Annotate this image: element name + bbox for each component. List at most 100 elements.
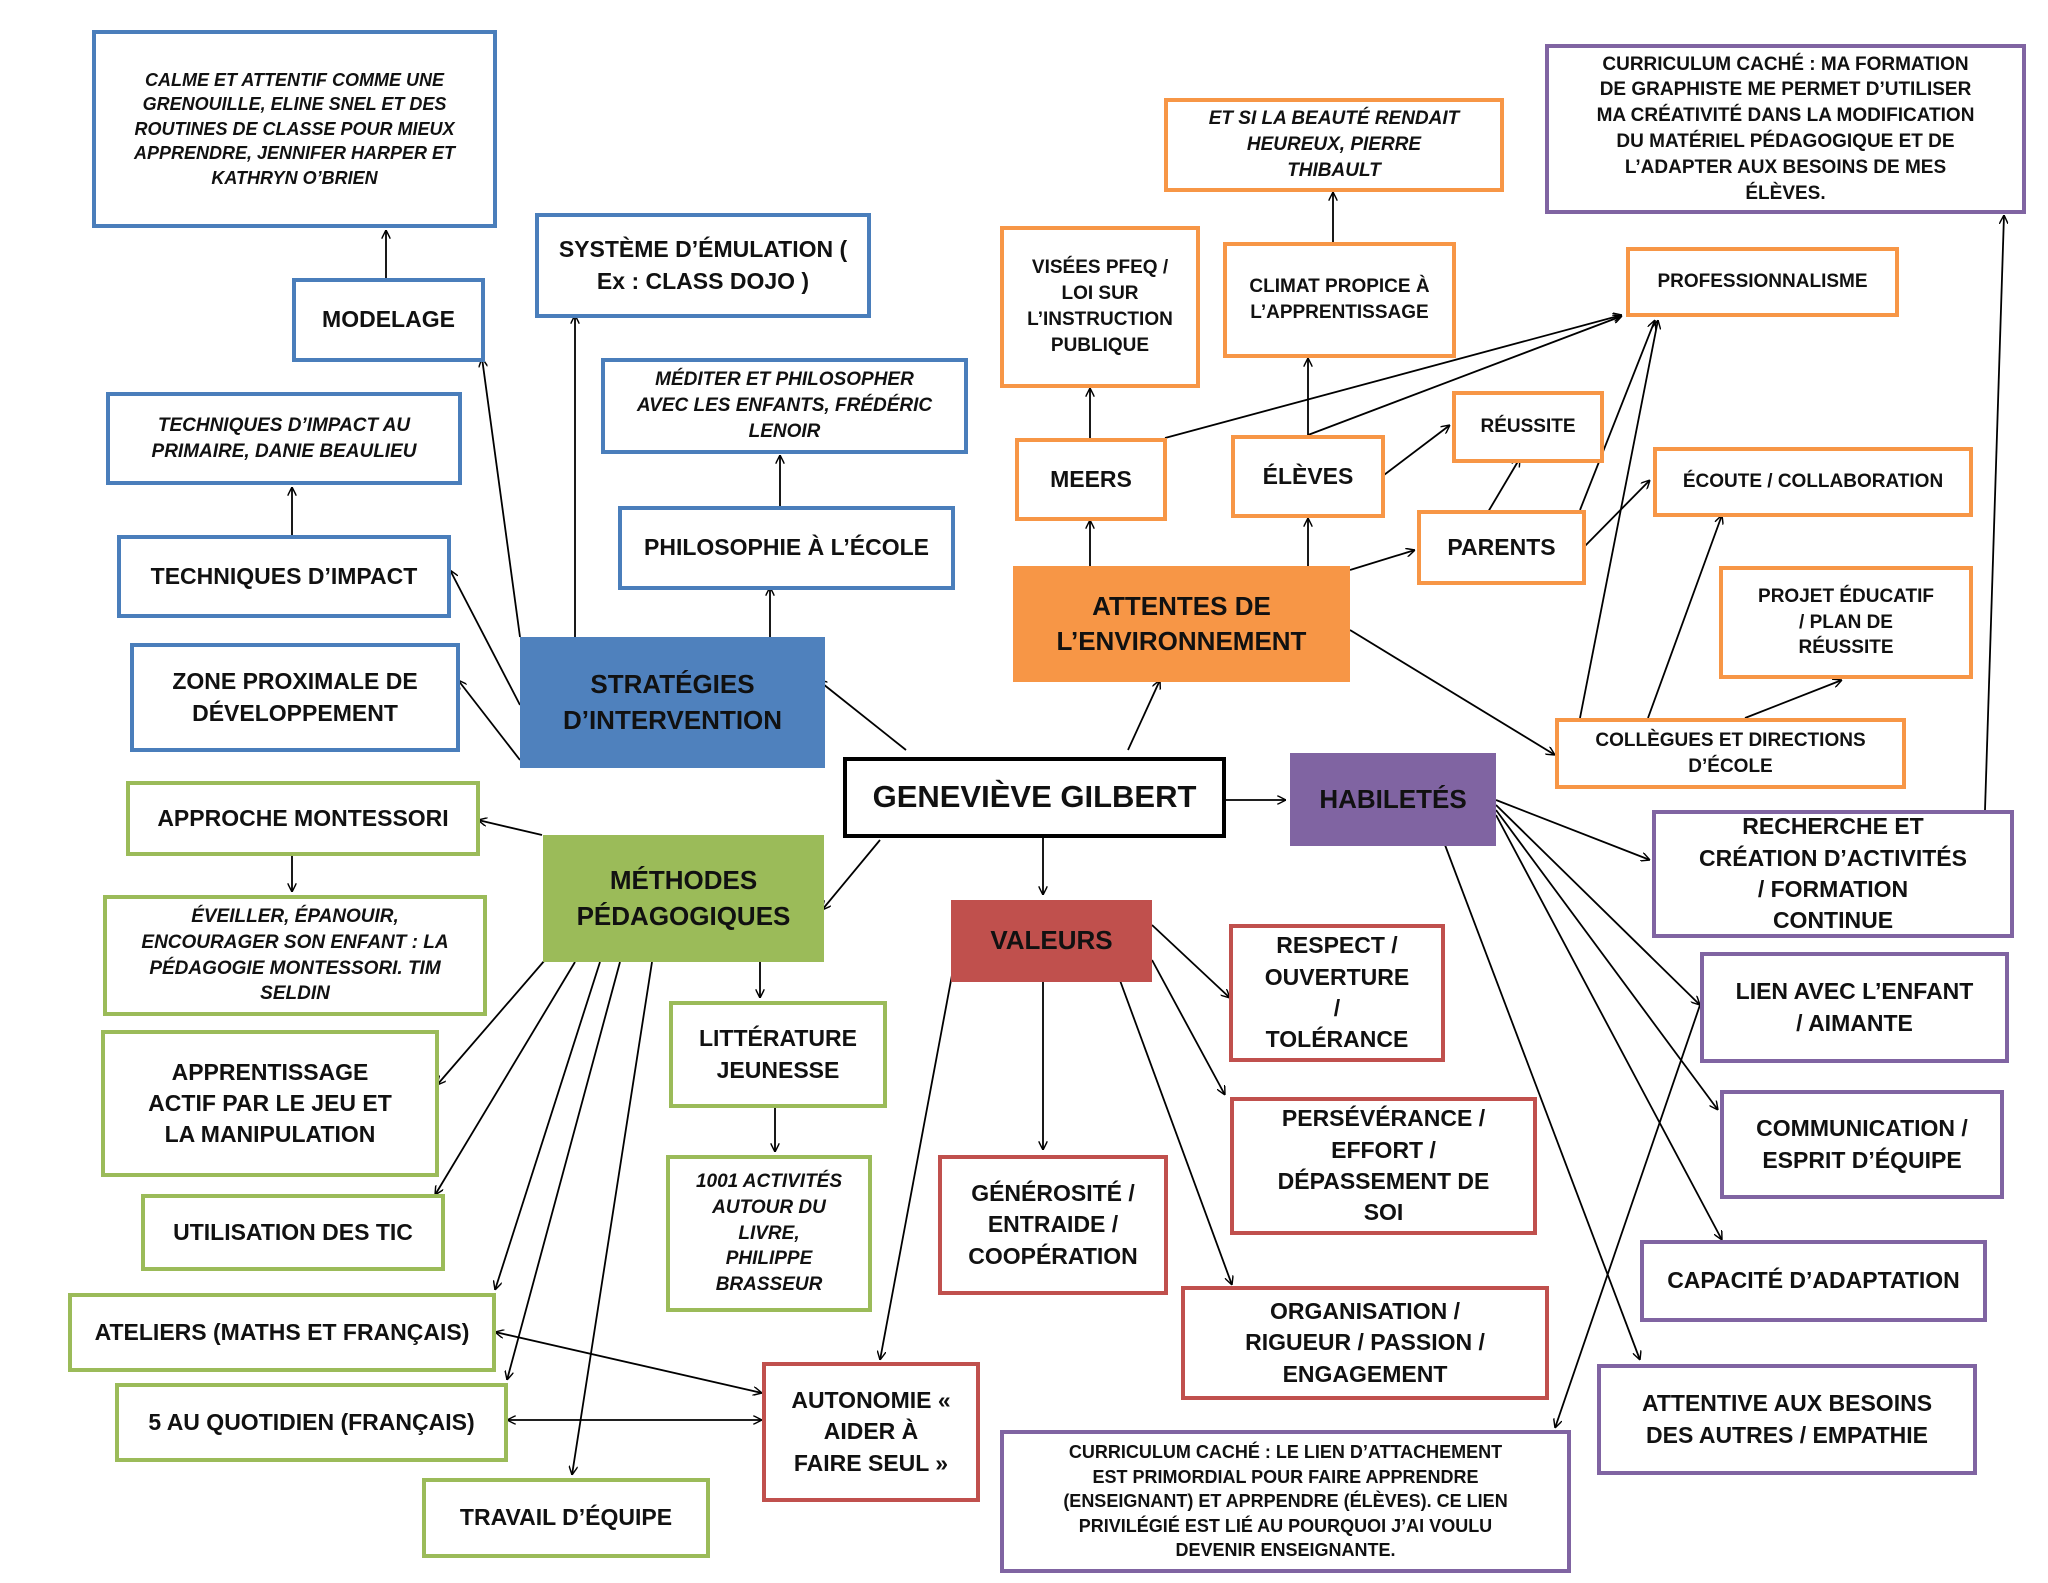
arrow-meth-montessori xyxy=(478,820,543,836)
node-ecoute: ÉCOUTE / COLLABORATION xyxy=(1653,447,1973,517)
center-label: GENEVIÈVE GILBERT xyxy=(872,779,1197,815)
node-organisation: ORGANISATION / RIGUEUR / PASSION / ENGAG… xyxy=(1181,1286,1549,1400)
arrow-att-parents xyxy=(1349,550,1415,571)
node-activites-ref: 1001 ACTIVITÉS AUTOUR DU LIVRE, PHILIPPE… xyxy=(666,1155,872,1312)
node-travail: TRAVAIL D’ÉQUIPE xyxy=(422,1478,710,1558)
node-reussite-label: RÉUSSITE xyxy=(1480,416,1576,438)
node-philosophie-label: PHILOSOPHIE À L’ÉCOLE xyxy=(644,534,929,561)
category-strategies: STRATÉGIES D’INTERVENTION xyxy=(520,637,825,768)
node-adaptation-label: CAPACITÉ D’ADAPTATION xyxy=(1667,1267,1960,1294)
node-apprentissage-label: APPRENTISSAGE ACTIF PAR LE JEU ET LA MAN… xyxy=(148,1058,392,1148)
node-respect-label: RESPECT / OUVERTURE / TOLÉRANCE xyxy=(1264,932,1410,1053)
category-habiletes: HABILETÉS xyxy=(1290,753,1496,846)
node-curriculum-bottom: CURRICULUM CACHÉ : LE LIEN D’ATTACHEMENT… xyxy=(1000,1430,1571,1573)
node-projet: PROJET ÉDUCATIF / PLAN DE RÉUSSITE xyxy=(1719,566,1973,679)
arrow-parents-reussite xyxy=(1487,458,1520,513)
arrow-collegues-ecoute xyxy=(1647,515,1722,719)
category-attentes-label: ATTENTES DE L’ENVIRONNEMENT xyxy=(1056,590,1307,656)
node-ateliers-label: ATELIERS (MATHS ET FRANÇAIS) xyxy=(94,1318,470,1345)
category-attentes: ATTENTES DE L’ENVIRONNEMENT xyxy=(1013,566,1350,682)
arrow-val-respect xyxy=(1151,924,1230,998)
node-cinq-label: 5 AU QUOTIDIEN (FRANÇAIS) xyxy=(148,1408,475,1435)
arrow-center-attentes xyxy=(1127,680,1160,751)
node-visees-label: VISÉES PFEQ / LOI SUR L’INSTRUCTION PUBL… xyxy=(1027,257,1173,356)
node-montessori-ref-label: ÉVEILLER, ÉPANOUIR, ENCOURAGER SON ENFAN… xyxy=(141,905,449,1005)
center-node: GENEVIÈVE GILBERT xyxy=(843,757,1226,838)
node-lien: LIEN AVEC L’ENFANT / AIMANTE xyxy=(1700,952,2009,1063)
node-curriculum-top-label: CURRICULUM CACHÉ : MA FORMATION DE GRAPH… xyxy=(1596,53,1975,204)
node-visees: VISÉES PFEQ / LOI SUR L’INSTRUCTION PUBL… xyxy=(1000,226,1200,388)
node-tic: UTILISATION DES TIC xyxy=(141,1194,445,1271)
node-eleves: ÉLÈVES xyxy=(1231,435,1385,518)
node-emulation: SYSTÈME D’ÉMULATION ( Ex : CLASS DOJO ) xyxy=(535,213,871,318)
node-techniques-label: TECHNIQUES D’IMPACT xyxy=(150,562,418,589)
node-cinq: 5 AU QUOTIDIEN (FRANÇAIS) xyxy=(115,1383,508,1462)
node-respect: RESPECT / OUVERTURE / TOLÉRANCE xyxy=(1229,924,1445,1062)
node-attentive: ATTENTIVE AUX BESOINS DES AUTRES / EMPAT… xyxy=(1597,1364,1977,1475)
node-parents-label: PARENTS xyxy=(1447,533,1556,560)
node-philosophie-ref: MÉDITER ET PHILOSOPHER AVEC LES ENFANTS,… xyxy=(601,358,968,454)
node-communication: COMMUNICATION / ESPRIT D’ÉQUIPE xyxy=(1720,1090,2004,1199)
node-techniques-ref: TECHNIQUES D’IMPACT AU PRIMAIRE, DANIE B… xyxy=(106,392,462,485)
arrow-strat-modelage xyxy=(482,358,521,638)
node-autonomie: AUTONOMIE « AIDER À FAIRE SEUL » xyxy=(762,1362,980,1502)
arrow-collegues-prof xyxy=(1579,320,1658,719)
arrow-center-methodes xyxy=(822,839,881,910)
node-zone-label: ZONE PROXIMALE DE DÉVELOPPEMENT xyxy=(172,668,418,726)
arrow-center-strategies xyxy=(818,680,907,751)
node-emulation-label: SYSTÈME D’ÉMULATION ( Ex : CLASS DOJO ) xyxy=(558,236,848,294)
node-philosophie: PHILOSOPHIE À L’ÉCOLE xyxy=(618,506,955,590)
category-habiletes-label: HABILETÉS xyxy=(1319,783,1467,814)
node-montessori-ref: ÉVEILLER, ÉPANOUIR, ENCOURAGER SON ENFAN… xyxy=(103,895,487,1016)
node-climat: CLIMAT PROPICE À L’APPRENTISSAGE xyxy=(1223,242,1456,358)
arrow-att-collegues xyxy=(1349,629,1555,755)
node-organisation-label: ORGANISATION / RIGUEUR / PASSION / ENGAG… xyxy=(1245,1298,1485,1387)
category-valeurs-label: VALEURS xyxy=(990,925,1113,956)
node-collegues-label: COLLÈGUES ET DIRECTIONS D’ÉCOLE xyxy=(1595,729,1866,777)
arrow-rech-curriculum xyxy=(1984,215,2004,811)
arrow-meth-ateliers xyxy=(495,961,601,1290)
node-curriculum-bottom-label: CURRICULUM CACHÉ : LE LIEN D’ATTACHEMENT… xyxy=(1063,1442,1508,1561)
node-techniques-ref-label: TECHNIQUES D’IMPACT AU PRIMAIRE, DANIE B… xyxy=(151,414,417,462)
node-collegues: COLLÈGUES ET DIRECTIONS D’ÉCOLE xyxy=(1555,718,1906,789)
arrow-meth-travail xyxy=(572,961,653,1475)
node-ateliers: ATELIERS (MATHS ET FRANÇAIS) xyxy=(68,1293,496,1372)
node-montessori-label: APPROCHE MONTESSORI xyxy=(157,804,449,831)
node-generosite: GÉNÉROSITÉ / ENTRAIDE / COOPÉRATION xyxy=(938,1155,1168,1295)
node-beaute-ref-label: ET SI LA BEAUTÉ RENDAIT HEUREUX, PIERRE … xyxy=(1208,108,1460,181)
arrow-hab-recherche xyxy=(1495,799,1650,860)
node-perseverance-label: PERSÉVÉRANCE / EFFORT / DÉPASSEMENT DE S… xyxy=(1277,1105,1490,1226)
node-modelage-ref-label: CALME ET ATTENTIF COMME UNE GRENOUILLE, … xyxy=(133,69,456,188)
arrow-strat-zone xyxy=(458,680,521,761)
node-climat-label: CLIMAT PROPICE À L’APPRENTISSAGE xyxy=(1249,276,1430,323)
node-modelage-label: MODELAGE xyxy=(322,306,455,333)
node-reussite: RÉUSSITE xyxy=(1452,391,1604,463)
node-travail-label: TRAVAIL D’ÉQUIPE xyxy=(459,1504,673,1531)
node-lien-label: LIEN AVEC L’ENFANT / AIMANTE xyxy=(1735,978,1974,1036)
node-montessori: APPROCHE MONTESSORI xyxy=(126,781,480,856)
node-communication-label: COMMUNICATION / ESPRIT D’ÉQUIPE xyxy=(1756,1115,1968,1173)
node-attentive-label: ATTENTIVE AUX BESOINS DES AUTRES / EMPAT… xyxy=(1641,1390,1933,1448)
node-professionnalisme: PROFESSIONNALISME xyxy=(1626,247,1899,317)
node-ecoute-label: ÉCOUTE / COLLABORATION xyxy=(1682,471,1944,493)
arrow-eleves-reussite xyxy=(1379,425,1450,479)
category-strategies-label: STRATÉGIES D’INTERVENTION xyxy=(562,669,783,735)
node-curriculum-top: CURRICULUM CACHÉ : MA FORMATION DE GRAPH… xyxy=(1545,44,2026,214)
category-valeurs: VALEURS xyxy=(951,900,1152,982)
node-adaptation: CAPACITÉ D’ADAPTATION xyxy=(1640,1240,1987,1322)
node-recherche: RECHERCHE ET CRÉATION D’ACTIVITÉS / FORM… xyxy=(1652,810,2014,938)
arrow-parents-ecoute xyxy=(1582,480,1650,549)
node-recherche-label: RECHERCHE ET CRÉATION D’ACTIVITÉS / FORM… xyxy=(1699,813,1967,934)
node-activites-ref-label: 1001 ACTIVITÉS AUTOUR DU LIVRE, PHILIPPE… xyxy=(695,1170,843,1296)
node-generosite-label: GÉNÉROSITÉ / ENTRAIDE / COOPÉRATION xyxy=(968,1180,1138,1269)
arrow-strat-techniques xyxy=(449,570,521,706)
node-eleves-label: ÉLÈVES xyxy=(1262,462,1354,489)
node-modelage: MODELAGE xyxy=(292,278,485,362)
node-tic-label: UTILISATION DES TIC xyxy=(173,1218,413,1245)
node-litterature-label: LITTÉRATURE JEUNESSE xyxy=(698,1025,857,1083)
category-methodes-label: MÉTHODES PÉDAGOGIQUES xyxy=(576,865,791,931)
node-zone: ZONE PROXIMALE DE DÉVELOPPEMENT xyxy=(130,643,460,752)
node-meers-label: MEERS xyxy=(1050,465,1132,492)
node-projet-label: PROJET ÉDUCATIF / PLAN DE RÉUSSITE xyxy=(1758,585,1934,659)
node-autonomie-label: AUTONOMIE « AIDER À FAIRE SEUL » xyxy=(791,1387,951,1476)
